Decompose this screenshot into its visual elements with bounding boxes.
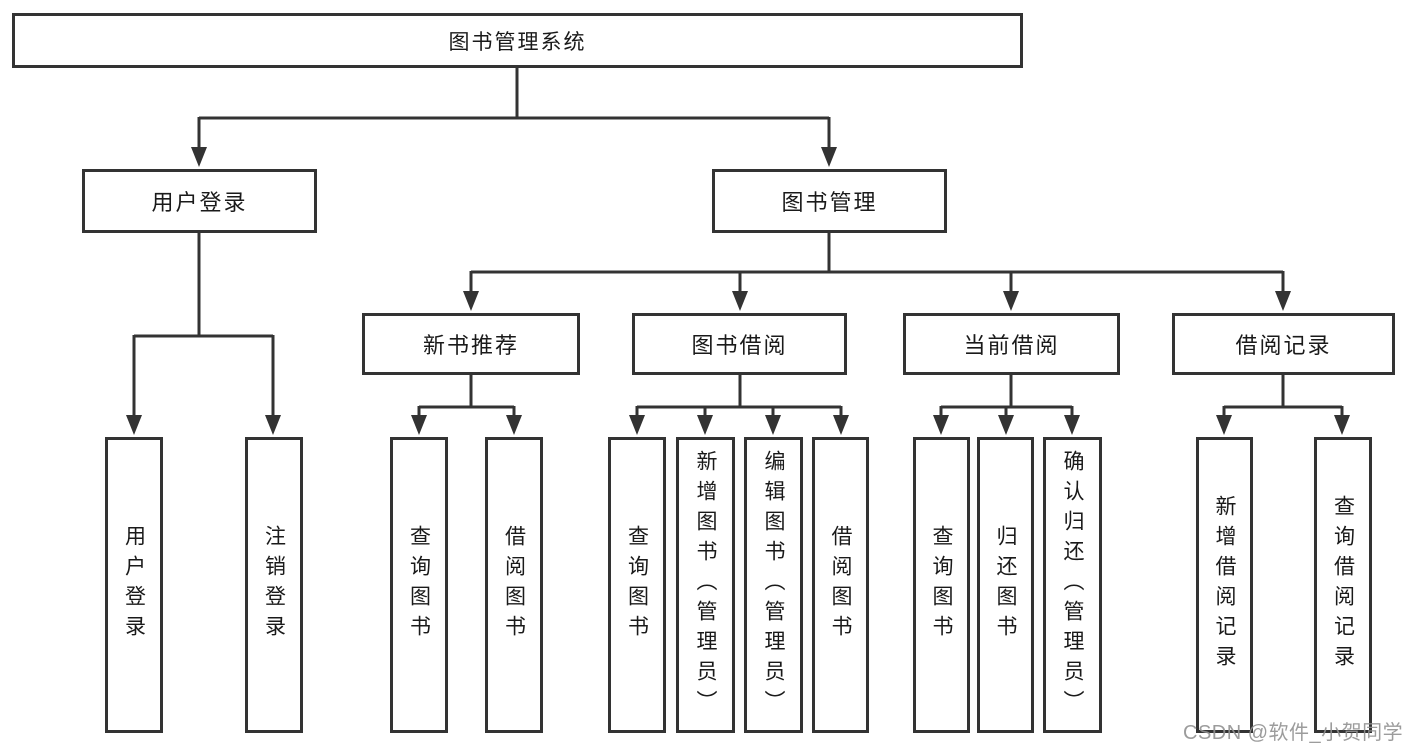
leaf-user-login-label: 用户登录 <box>122 525 146 645</box>
leaf-query-books-current-label: 查询图书 <box>930 525 954 645</box>
leaf-query-books-current: 查询图书 <box>913 437 970 733</box>
leaf-add-borrow-record: 新增借阅记录 <box>1196 437 1253 733</box>
leaf-query-books-borrow-label: 查询图书 <box>625 525 649 645</box>
leaf-edit-books-admin: 编辑图书（管理员） <box>744 437 803 733</box>
leaf-query-borrow-record: 查询借阅记录 <box>1314 437 1372 733</box>
node-book-borrow-label: 图书借阅 <box>691 333 788 358</box>
node-user-login-label: 用户登录 <box>151 190 248 215</box>
leaf-borrow-books-label: 借阅图书 <box>829 525 853 645</box>
leaf-logout-label: 注销登录 <box>262 525 286 645</box>
node-new-book-recommend-label: 新书推荐 <box>422 333 519 358</box>
leaf-logout: 注销登录 <box>245 437 303 733</box>
leaf-query-borrow-record-label: 查询借阅记录 <box>1331 495 1355 675</box>
node-book-management: 图书管理 <box>712 169 947 233</box>
node-book-borrow: 图书借阅 <box>632 313 847 375</box>
node-user-login: 用户登录 <box>82 169 317 233</box>
node-borrow-records: 借阅记录 <box>1172 313 1395 375</box>
node-library-system: 图书管理系统 <box>12 13 1023 68</box>
leaf-query-books-recommend: 查询图书 <box>390 437 448 733</box>
leaf-return-books: 归还图书 <box>977 437 1034 733</box>
leaf-add-books-admin: 新增图书（管理员） <box>676 437 735 733</box>
leaf-return-books-label: 归还图书 <box>994 525 1018 645</box>
leaf-borrow-books-recommend: 借阅图书 <box>485 437 543 733</box>
leaf-borrow-books: 借阅图书 <box>812 437 869 733</box>
leaf-query-books-borrow: 查询图书 <box>608 437 666 733</box>
leaf-add-books-admin-label: 新增图书（管理员） <box>694 450 718 720</box>
leaf-add-borrow-record-label: 新增借阅记录 <box>1213 495 1237 675</box>
leaf-edit-books-admin-label: 编辑图书（管理员） <box>762 450 786 720</box>
node-book-management-label: 图书管理 <box>781 190 878 215</box>
node-current-borrow: 当前借阅 <box>903 313 1120 375</box>
leaf-query-books-recommend-label: 查询图书 <box>407 525 431 645</box>
arrowheads <box>126 147 1350 435</box>
node-current-borrow-label: 当前借阅 <box>963 333 1060 358</box>
node-library-system-label: 图书管理系统 <box>448 30 587 54</box>
leaf-confirm-return-admin: 确认归还（管理员） <box>1043 437 1102 733</box>
csdn-watermark: CSDN @软件_小贺同学 <box>1183 722 1404 744</box>
node-new-book-recommend: 新书推荐 <box>362 313 580 375</box>
leaf-user-login: 用户登录 <box>105 437 163 733</box>
leaf-borrow-books-recommend-label: 借阅图书 <box>502 525 526 645</box>
leaf-confirm-return-admin-label: 确认归还（管理员） <box>1061 450 1085 720</box>
node-borrow-records-label: 借阅记录 <box>1235 333 1332 358</box>
